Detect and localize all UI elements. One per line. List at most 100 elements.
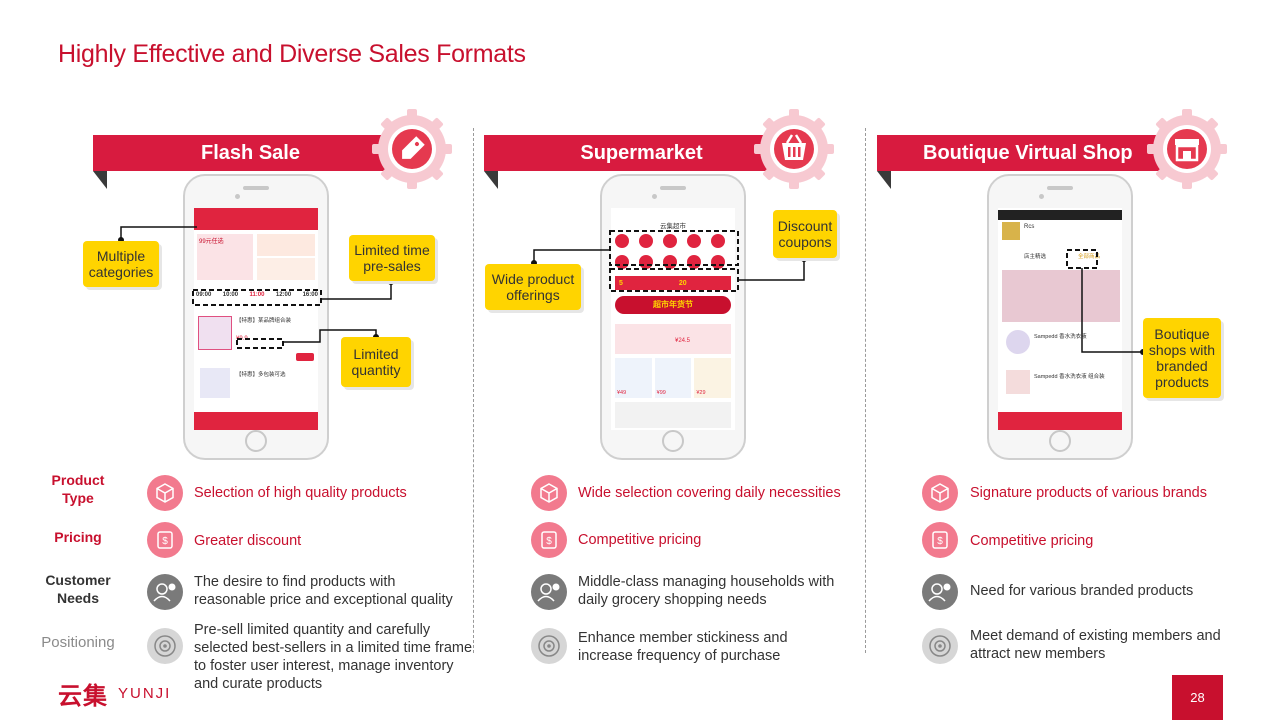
supermarket-positioning: Enhance member stickiness and increase f… xyxy=(578,630,788,664)
promo-card xyxy=(257,258,315,280)
phone-camera xyxy=(652,194,657,199)
flash-sale-column: Flash Sale 99元任选 09:00 xyxy=(83,0,475,720)
supermarket-column: Supermarket 云集超市 xyxy=(476,0,866,720)
time-tab: 16:00 xyxy=(302,292,318,298)
category-dot xyxy=(687,255,701,269)
callout-discount-coupons: Discount coupons xyxy=(773,210,837,258)
cube-network-icon xyxy=(531,475,567,511)
category-dot xyxy=(663,255,677,269)
flash-sale-banner: Flash Sale xyxy=(93,135,408,171)
product-title: Sampedd 香水洗衣液 xyxy=(1034,334,1087,340)
boutique-pricing: Competitive pricing xyxy=(970,533,1094,549)
category-dot xyxy=(711,255,725,269)
app-category-tabs xyxy=(194,222,318,230)
basket-icon xyxy=(754,109,834,189)
yunji-logo: 云集 YUNJI xyxy=(58,676,171,711)
svg-text:$: $ xyxy=(937,536,943,547)
category-grid xyxy=(615,234,731,272)
price-change-icon: $ xyxy=(147,522,183,558)
phone-home-button xyxy=(1049,430,1071,452)
product-tile: ¥99 xyxy=(654,358,692,398)
buy-button xyxy=(296,353,314,361)
callout-limited-quantity: Limited quantity xyxy=(341,337,411,387)
screen-header: 云集超市 xyxy=(660,223,686,230)
flash-sale-pricing: Greater discount xyxy=(194,533,302,549)
row-label-positioning: Positioning xyxy=(41,634,115,651)
phone-home-button xyxy=(245,430,267,452)
callout-limited-time-pre-sales: Limited time pre-sales xyxy=(349,235,435,281)
row-label-product-type: Product Type xyxy=(51,472,105,506)
page-number: 28 xyxy=(1172,675,1223,720)
coupon-value: 20 xyxy=(678,279,687,287)
bottom-nav xyxy=(194,412,318,430)
customer-avatar-icon xyxy=(147,574,183,610)
target-icon xyxy=(922,628,958,664)
product-thumb xyxy=(1006,330,1030,354)
phone-speaker xyxy=(243,186,269,190)
price-change-icon: $ xyxy=(922,522,958,558)
customer-avatar-icon xyxy=(922,574,958,610)
boutique-column: Boutique Virtual Shop Rcs 店主精选 全部商品 Samp… xyxy=(869,0,1259,720)
boutique-screen: Rcs 店主精选 全部商品 Sampedd 香水洗衣液 Sampedd 香水洗衣… xyxy=(998,208,1122,430)
supermarket-phone: 云集超市 5 20 超市年货节 ¥24.5 ¥ xyxy=(600,174,746,460)
featured-card: ¥24.5 xyxy=(615,324,731,354)
product-row: ¥49 ¥99 ¥29 xyxy=(615,358,732,398)
page-title: Highly Effective and Diverse Sales Forma… xyxy=(58,40,526,68)
product-tile: ¥29 xyxy=(694,358,732,398)
shop-tab: 全部商品 xyxy=(1078,254,1101,260)
boutique-product-type: Signature products of various brands xyxy=(970,485,1207,501)
price-tag: ¥99 xyxy=(656,390,666,396)
phone-speaker xyxy=(1047,186,1073,190)
row-label-pricing: Pricing xyxy=(54,529,102,545)
category-dot xyxy=(711,234,725,248)
time-tab: 09:00 xyxy=(196,292,212,298)
coupon-strip: 5 20 xyxy=(615,276,731,290)
boutique-positioning: Meet demand of existing members and attr… xyxy=(970,628,1221,662)
product-title: 【特惠】多包装可选 xyxy=(236,372,286,378)
phone-home-button xyxy=(662,430,684,452)
phone-speaker xyxy=(660,186,686,190)
time-tab: 10:00 xyxy=(222,292,239,298)
banner-fold xyxy=(93,171,107,189)
callout-wide-product-offerings: Wide product offerings xyxy=(485,264,581,310)
shop-header xyxy=(998,210,1122,220)
callout-boutique-shops: Boutique shops with branded products xyxy=(1143,318,1221,398)
cube-network-icon xyxy=(922,475,958,511)
logo-chinese-text: 云集 xyxy=(58,683,108,710)
flash-sale-screen: 99元任选 09:00 10:00 11:00 12:00 16:00 【特惠】… xyxy=(194,208,318,430)
shop-tab: 店主精选 xyxy=(1024,254,1047,260)
time-tab: 11:00 xyxy=(249,292,265,298)
row-label-customer-needs: Customer Needs xyxy=(45,572,111,606)
category-dot xyxy=(639,255,653,269)
time-tab: 12:00 xyxy=(275,292,292,298)
price-tag-icon xyxy=(372,109,452,189)
customer-avatar-icon xyxy=(531,574,567,610)
category-dot xyxy=(615,234,629,248)
supermarket-screen: 云集超市 5 20 超市年货节 ¥24.5 ¥ xyxy=(611,208,735,430)
coupon-value: 5 xyxy=(619,279,623,287)
product-tile: ¥49 xyxy=(615,358,652,398)
target-icon xyxy=(531,628,567,664)
product-row xyxy=(615,402,731,428)
bottom-nav xyxy=(998,412,1122,430)
category-dot xyxy=(615,255,629,269)
flash-sale-phone: 99元任选 09:00 10:00 11:00 12:00 16:00 【特惠】… xyxy=(183,174,329,460)
column-divider xyxy=(865,128,866,653)
product-thumb xyxy=(1006,370,1030,394)
promo-card xyxy=(257,234,315,256)
flash-sale-customer-needs: The desire to find products with reasona… xyxy=(194,574,453,608)
storefront-icon xyxy=(1147,109,1227,189)
product-price: ¥9.9 xyxy=(236,336,248,342)
supermarket-pricing: Competitive pricing xyxy=(578,532,702,548)
promo-card: 99元任选 xyxy=(197,234,253,280)
supermarket-banner: Supermarket xyxy=(484,135,799,171)
category-dot xyxy=(687,234,701,248)
price-tag: ¥49 xyxy=(617,390,627,396)
column-divider xyxy=(473,128,474,653)
callout-multiple-categories: Multiple categories xyxy=(83,241,159,287)
flash-sale-positioning: Pre-sell limited quantity and carefully … xyxy=(194,622,473,692)
phone-camera xyxy=(1039,194,1044,199)
price-tag: ¥24.5 xyxy=(675,338,691,344)
phone-camera xyxy=(235,194,240,199)
product-thumb xyxy=(200,368,230,398)
